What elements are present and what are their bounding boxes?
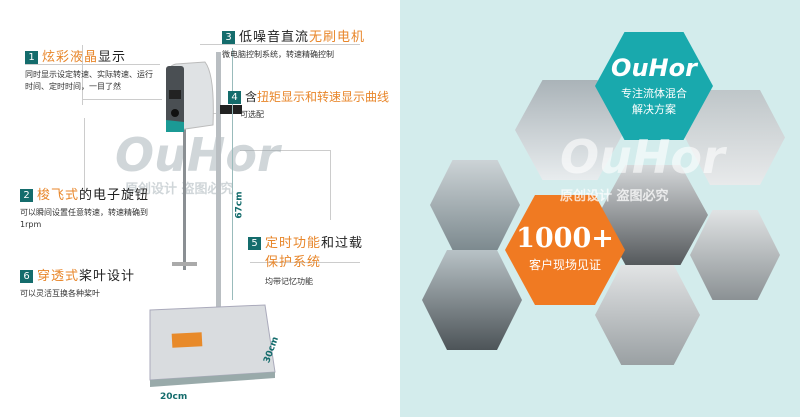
- customer-count-label: 客户现场见证: [528, 258, 601, 272]
- customer-showcase-panel: OuHor 专注流体混合 解决方案 1000+ 客户现场见证 OuHor 原创设…: [400, 0, 800, 417]
- lab-photo: [430, 160, 520, 250]
- feature-description: 可以灵活互换各种桨叶: [20, 289, 100, 298]
- feature-description: 微电脑控制系统，转速精确控制: [222, 50, 334, 59]
- feature-number: 6: [20, 270, 33, 283]
- feature-highlight: 定时功能: [265, 236, 322, 251]
- feature-number: 3: [222, 31, 235, 44]
- height-dimension-line: [232, 48, 233, 300]
- feature-highlight: 梭飞式: [37, 188, 80, 203]
- feature-2: 2 梭飞式的电子旋钮 可以瞬间设置任意转速，转速精确到1rpm: [20, 184, 150, 231]
- feature-title: 低噪音直流: [239, 30, 310, 45]
- feature-description: 可选配: [240, 110, 264, 119]
- feature-title: 显示: [98, 50, 127, 65]
- feature-3: 3 低噪音直流无刷电机 微电脑控制系统，转速精确控制: [222, 26, 392, 61]
- divider: [82, 45, 83, 105]
- brand-hexagon: OuHor 专注流体混合 解决方案: [595, 32, 713, 140]
- stirrer-illustration: [149, 52, 276, 387]
- feature-number: 4: [228, 91, 241, 104]
- feature-description: 均带记忆功能: [265, 277, 313, 286]
- feature-highlight: 无刷电机: [309, 30, 366, 45]
- divider: [82, 99, 162, 100]
- width-dimension: 20cm: [160, 392, 188, 402]
- feature-5: 5 定时功能和过载 保护系统 均带记忆功能: [248, 232, 395, 288]
- lab-photo: [690, 210, 780, 300]
- divider: [84, 118, 85, 193]
- watermark-text: 原创设计 盗图必究: [560, 189, 669, 204]
- divider: [240, 150, 330, 151]
- divider: [25, 64, 160, 65]
- height-dimension: 67cm: [234, 191, 245, 219]
- slogan-line-1: 专注流体混合: [621, 87, 687, 100]
- feature-title: 和过载: [321, 236, 364, 251]
- feature-number: 5: [248, 237, 261, 250]
- feature-title: 含: [245, 90, 258, 104]
- divider: [200, 44, 360, 45]
- divider: [330, 150, 331, 220]
- feature-title: 的电子旋钮: [79, 188, 150, 203]
- feature-highlight: 扭矩显示和转速显示曲线: [257, 90, 390, 104]
- lab-photo: [422, 250, 522, 350]
- divider: [250, 262, 360, 263]
- feature-1: 1 炫彩液晶显示 同时显示设定转速、实际转速、运行时间、定时时间，一目了然: [25, 46, 155, 93]
- feature-title: 桨叶设计: [79, 269, 136, 284]
- customer-count: 1000+: [516, 223, 614, 254]
- feature-highlight: 穿透式: [37, 269, 80, 284]
- brand-watermark: OuHor: [115, 128, 280, 182]
- brand-watermark: OuHor: [560, 130, 725, 184]
- feature-number: 2: [20, 189, 33, 202]
- feature-number: 1: [25, 51, 38, 64]
- feature-highlight: 保护系统: [265, 255, 322, 270]
- brand-logo: OuHor: [611, 54, 697, 82]
- slogan-line-2: 解决方案: [632, 103, 676, 116]
- watermark-text: 原创设计 盗图必究: [125, 182, 234, 197]
- feature-6: 6 穿透式桨叶设计 可以灵活互换各种桨叶: [20, 265, 220, 300]
- feature-highlight: 炫彩液晶: [42, 50, 99, 65]
- feature-description: 可以瞬间设置任意转速，转速精确到1rpm: [20, 208, 148, 229]
- lab-photo: [595, 265, 700, 365]
- feature-description: 同时显示设定转速、实际转速、运行时间、定时时间，一目了然: [25, 70, 153, 91]
